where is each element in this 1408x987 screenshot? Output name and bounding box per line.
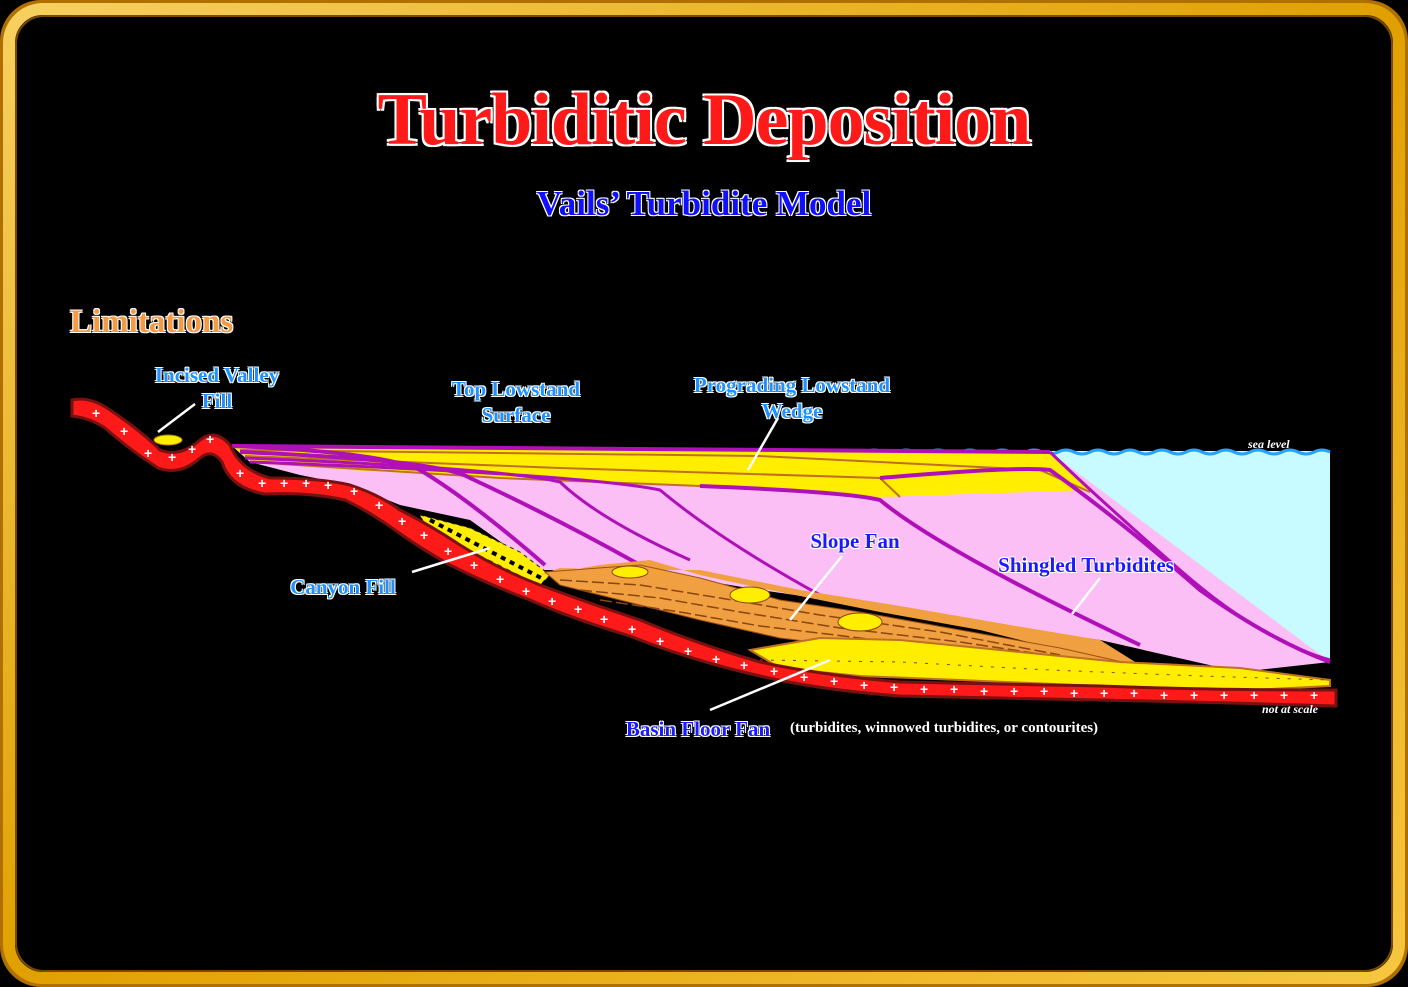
svg-text:+: +: [1220, 687, 1228, 703]
svg-text:+: +: [420, 527, 428, 543]
svg-text:+: +: [168, 449, 176, 465]
slope-fan-channel-2: [837, 612, 883, 632]
label-prograding-wedge-line-2: Wedge: [761, 399, 823, 423]
label-top-lowstand-surface-line-1: Top Lowstand: [451, 377, 581, 401]
wedge-line-1: [231, 444, 1051, 454]
svg-text:+: +: [1190, 687, 1198, 703]
svg-text:+: +: [800, 669, 808, 685]
svg-text:+: +: [92, 405, 100, 421]
clinoform-4: [249, 460, 821, 597]
svg-text:+: +: [1280, 687, 1288, 703]
label-canyon-fill: Canyon Fill: [290, 575, 396, 599]
slope-fan-stratum-3: [599, 599, 981, 653]
page-title: Turbiditic Deposition: [377, 79, 1032, 161]
slope-fan-stratum-1: [559, 579, 1061, 656]
svg-text:+: +: [684, 643, 692, 659]
section-label-limitations: Limitations: [70, 304, 234, 340]
svg-text:+: +: [1310, 687, 1318, 703]
label-incised-valley-fill-line-1: Incised Valley: [154, 363, 280, 387]
svg-text:+: +: [712, 651, 720, 667]
svg-text:+: +: [1250, 687, 1258, 703]
label-slope-fan: Slope Fan: [810, 529, 900, 553]
clinoform-7: [1048, 450, 1331, 662]
basement-crosses: ++++ ++++ ++++ ++++ ++++ ++++ ++++ ++++ …: [92, 405, 1318, 703]
svg-text:+: +: [1040, 683, 1048, 699]
svg-text:+: +: [1100, 685, 1108, 701]
lowstand-wedge: [232, 446, 1330, 672]
svg-text:+: +: [324, 477, 332, 493]
clinoform-3: [244, 456, 691, 562]
svg-text:+: +: [860, 677, 868, 693]
leader-shingled-turbidites: [1071, 577, 1101, 615]
not-at-scale-label: not at scale: [1262, 702, 1318, 716]
svg-text:+: +: [980, 683, 988, 699]
label-incised-valley-fill-line-2: Fill: [201, 389, 233, 413]
svg-text:+: +: [120, 423, 128, 439]
svg-text:+: +: [656, 633, 664, 649]
svg-text:+: +: [1010, 683, 1018, 699]
leader-incised-valley: [157, 403, 196, 433]
page-subtitle: Vails’ Turbidite Model: [536, 184, 872, 223]
svg-text:+: +: [258, 475, 266, 491]
label-shingled-turbidites: Shingled Turbidites: [998, 553, 1174, 577]
svg-text:+: +: [206, 431, 214, 447]
clinoform-5: [699, 484, 1141, 647]
svg-text:+: +: [574, 601, 582, 617]
clinoform-2: [239, 450, 641, 567]
basin-floor-fan-note: (turbidites, winnowed turbidites, or con…: [790, 720, 1099, 736]
svg-text:+: +: [280, 475, 288, 491]
label-prograding-lowstand-wedge: Prograding Lowstand Wedge: [672, 372, 912, 424]
svg-text:+: +: [302, 475, 310, 491]
svg-text:+: +: [470, 557, 478, 573]
leader-slope-fan: [789, 555, 843, 621]
incised-valley-fill: [153, 434, 183, 446]
svg-text:+: +: [522, 583, 530, 599]
svg-text:+: +: [548, 593, 556, 609]
svg-text:+: +: [350, 483, 358, 499]
svg-text:+: +: [830, 673, 838, 689]
svg-text:+: +: [628, 621, 636, 637]
svg-text:+: +: [1160, 687, 1168, 703]
slope-fan-channel-1: [729, 586, 771, 604]
svg-text:+: +: [890, 679, 898, 695]
svg-text:+: +: [770, 663, 778, 679]
svg-text:+: +: [1130, 685, 1138, 701]
svg-text:+: +: [236, 465, 244, 481]
leader-canyon-fill: [411, 546, 491, 574]
label-prograding-wedge-line-1: Prograding Lowstand: [693, 373, 891, 397]
leader-basin-floor-fan: [709, 658, 831, 712]
leader-prograding-wedge: [746, 417, 780, 471]
svg-text:+: +: [740, 657, 748, 673]
svg-text:+: +: [188, 441, 196, 457]
basin-floor-fan: [747, 636, 1331, 692]
slope-fan-channel-3: [611, 565, 649, 579]
label-basin-floor-fan: Basin Floor Fan: [625, 717, 771, 741]
svg-text:+: +: [600, 611, 608, 627]
label-incised-valley-fill: Incised Valley Fill: [140, 362, 294, 414]
svg-text:+: +: [920, 681, 928, 697]
label-top-lowstand-surface-line-2: Surface: [481, 403, 551, 427]
svg-text:+: +: [496, 571, 504, 587]
svg-text:+: +: [398, 513, 406, 529]
svg-text:+: +: [375, 497, 383, 513]
svg-text:+: +: [444, 543, 452, 559]
basement-rock: [70, 397, 1338, 708]
svg-text:+: +: [950, 681, 958, 697]
label-top-lowstand-surface: Top Lowstand Surface: [436, 376, 596, 428]
sea-level-label: sea level: [1248, 437, 1290, 451]
svg-text:+: +: [144, 445, 152, 461]
sea-water: [770, 451, 1330, 662]
svg-text:+: +: [1070, 685, 1078, 701]
wedge-line-4: [249, 461, 701, 487]
